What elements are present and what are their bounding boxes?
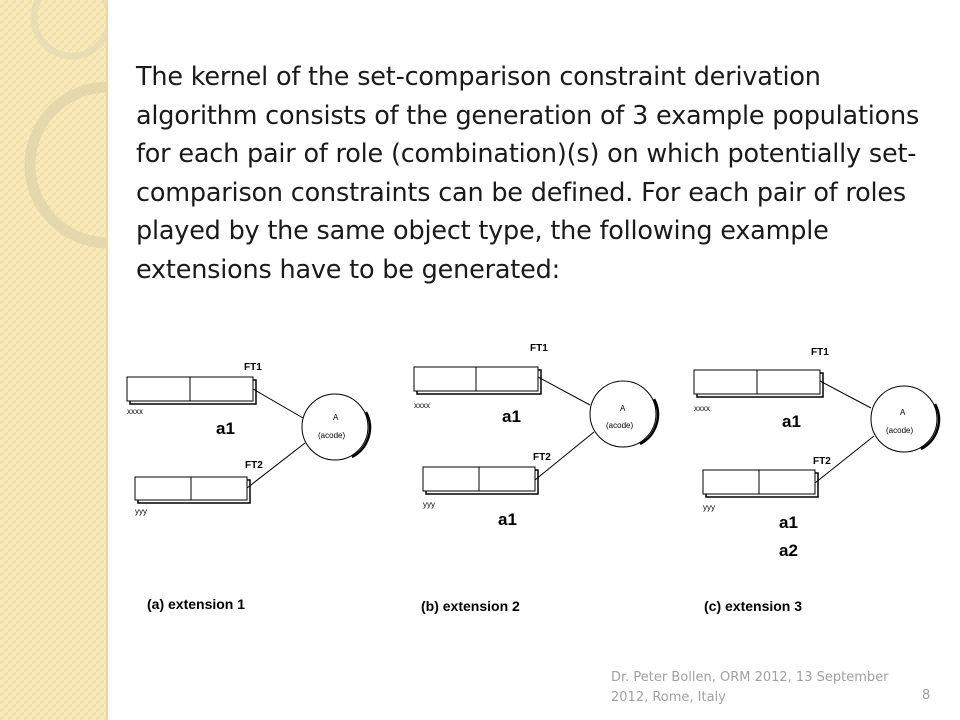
decorative-ring-large <box>24 81 108 249</box>
ft1-name: FT1 <box>811 347 829 358</box>
slide-body-text: The kernel of the set-comparison constra… <box>136 62 920 285</box>
ft1-label: xxxx <box>127 407 143 416</box>
ft2-population-value: a1 <box>498 510 517 529</box>
object-type-name: A <box>620 404 626 413</box>
page-number: 8 <box>922 688 931 703</box>
object-type-name: A <box>900 408 906 417</box>
panel-extension-1: FT1 xxxx a1 FT2 yyy A (acode) (a) extens… <box>126 362 372 612</box>
panel-caption: (b) extension 2 <box>421 598 520 614</box>
ft2-name: FT2 <box>245 460 263 471</box>
object-type-a <box>589 380 657 448</box>
ft1-population-value: a1 <box>216 419 235 438</box>
ft2-label: yyy <box>135 507 147 516</box>
object-type-ref: (acode) <box>318 431 345 440</box>
slide-footer: Dr. Peter Bollen, ORM 2012, 13 September… <box>611 670 889 705</box>
ft1-name: FT1 <box>244 362 262 373</box>
panel-extension-2: FT1 xxxx a1 FT2 yyy a1 A (acode) (b) ext… <box>413 343 660 614</box>
ft1-name: FT1 <box>530 343 548 354</box>
ft2-population-value-1: a1 <box>779 513 798 532</box>
object-type-ref: (acode) <box>886 426 913 435</box>
ft2-name: FT2 <box>813 456 831 467</box>
object-type-ref: (acode) <box>606 421 633 430</box>
ft2-label: yyy <box>703 503 715 512</box>
object-type-a <box>870 385 938 453</box>
panel-caption: (c) extension 3 <box>704 598 802 614</box>
ft2-name: FT2 <box>533 452 551 463</box>
object-type-name: A <box>333 413 339 422</box>
ft1-population-value: a1 <box>502 407 521 426</box>
ft2-label: yyy <box>423 500 435 509</box>
object-type-a <box>301 393 369 461</box>
decorative-sidebar <box>0 0 108 720</box>
ft1-label: xxxx <box>414 401 430 410</box>
panel-extension-3: FT1 xxxx a1 FT2 yyy a1 a2 A (acode) (c) … <box>693 347 941 614</box>
decorative-ring-small <box>30 0 108 60</box>
ft2-population-value-2: a2 <box>779 541 798 560</box>
panel-caption: (a) extension 1 <box>147 596 245 612</box>
ft1-population-value: a1 <box>782 412 801 431</box>
ft1-label: xxxx <box>694 404 710 413</box>
